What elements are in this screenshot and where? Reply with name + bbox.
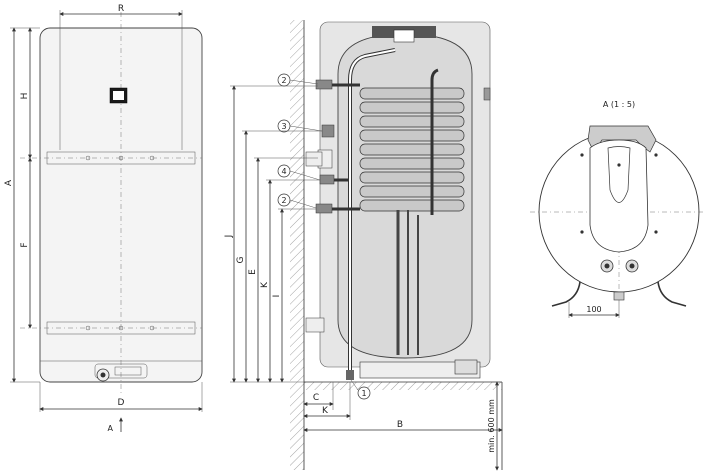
cold-water-inlet [346, 370, 354, 380]
detail-hole [617, 163, 621, 167]
callout-number: 2 [281, 196, 286, 205]
front-view: R A H F D A [4, 4, 203, 433]
wall-hatch [290, 20, 304, 470]
dim-label-B: B [397, 420, 403, 430]
bottom-control-box [94, 363, 148, 379]
dim-label-K: K [260, 281, 270, 288]
detail-hole [580, 230, 584, 234]
detail-hole [654, 153, 658, 157]
callout-3: 3 [277, 119, 323, 133]
coil-turn [359, 171, 465, 184]
dim-label-R: R [118, 4, 124, 14]
dim-label-C: C [313, 393, 319, 403]
coil-turn [359, 143, 465, 156]
heating-coil [359, 87, 465, 212]
side-view: 2 3 4 2 1 J G [224, 20, 503, 471]
detail-hole [580, 153, 584, 157]
control-knob-center [100, 372, 106, 378]
detail-title: A (1 : 5) [603, 100, 635, 109]
coil-turn [359, 199, 465, 212]
detail-leg-left [551, 281, 581, 307]
callout-leader [289, 199, 317, 209]
thermostat-box [454, 359, 478, 375]
detail-leg-right [657, 281, 687, 307]
bottom-control-unit [359, 361, 481, 379]
detail-drain [613, 291, 625, 301]
dim-label-G: G [236, 256, 246, 263]
callout-leader [289, 79, 319, 85]
callout-number: 3 [281, 122, 286, 131]
callout-number: 1 [361, 389, 366, 398]
dim-label-I: I [272, 295, 282, 298]
coil-turn [359, 129, 465, 142]
bottom-bracket [305, 317, 325, 333]
detail-hole [654, 230, 658, 234]
thermostat-tube [430, 68, 439, 215]
detail-connector-left-core [604, 263, 610, 269]
thermometer-dial [113, 91, 124, 100]
callout-2-upper: 2 [277, 73, 319, 87]
callout-1: 1 [350, 379, 371, 400]
clearance-label: min. 600 mm [487, 399, 496, 453]
callout-circle [357, 386, 371, 400]
dim-label-F: F [20, 242, 30, 247]
dim-label-D: D [118, 398, 125, 408]
control-label-plate [114, 366, 142, 376]
dim-label-A: A [4, 179, 14, 186]
callout-number: 4 [281, 167, 286, 176]
hot-water-pipe-inner [349, 49, 396, 370]
coil-turn [359, 101, 465, 114]
callout-number: 2 [281, 76, 286, 85]
dim-label-K-bottom: K [322, 406, 329, 416]
connection-2-upper [315, 79, 333, 90]
callout-4: 4 [277, 164, 321, 181]
coil-turn [359, 157, 465, 170]
callout-leader [350, 379, 359, 391]
coil-turn [359, 87, 465, 100]
floor-hatch [304, 382, 502, 390]
callout-2-lower: 2 [277, 193, 317, 209]
connection-3 [321, 124, 335, 138]
callout-leader [289, 170, 321, 181]
dim-label-E: E [248, 269, 258, 275]
coil-turn [359, 185, 465, 198]
connection-2-lower [315, 203, 333, 214]
dim-label-J: J [224, 235, 234, 239]
dim-label-H: H [20, 93, 30, 100]
bracket-hole [85, 325, 91, 331]
side-fitting [483, 87, 491, 101]
view-arrow-label: A [108, 424, 114, 433]
top-anode-cap [393, 29, 415, 43]
upper-bracket [305, 151, 323, 167]
connection-4 [319, 174, 335, 185]
dim-label-100: 100 [586, 305, 601, 314]
bracket-hole [85, 155, 91, 161]
detail-plate-cutout [607, 146, 631, 203]
callout-leader [289, 125, 323, 132]
detail-connector-right-core [629, 263, 635, 269]
coil-turn [359, 115, 465, 128]
detail-view: A (1 : 5) 100 [530, 100, 705, 318]
